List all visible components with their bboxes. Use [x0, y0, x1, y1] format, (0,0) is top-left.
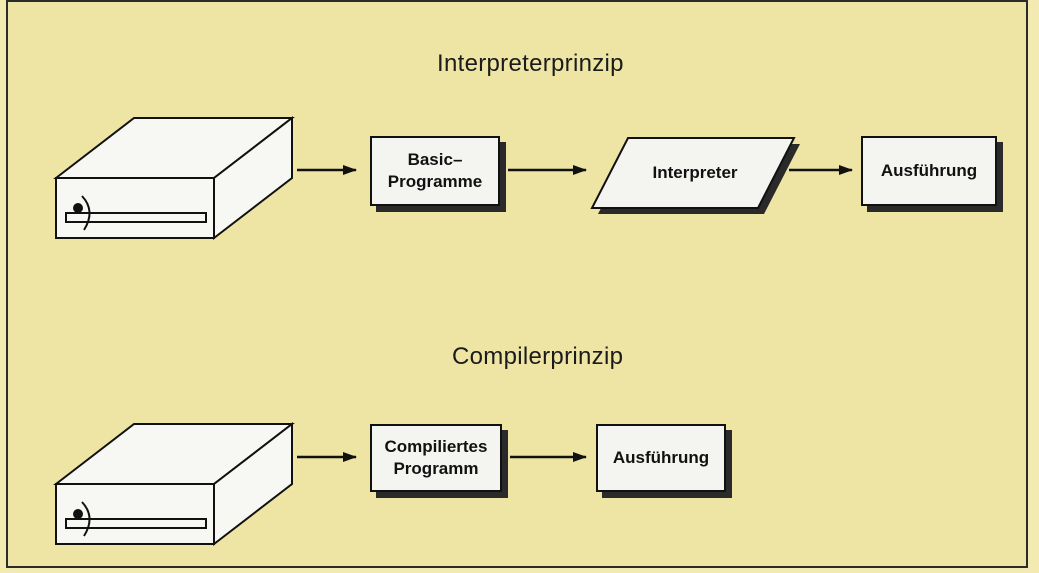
- execution-box-interpreter: Ausführung: [861, 136, 997, 206]
- execution-box-compiler: Ausführung: [596, 424, 726, 492]
- disk-drive-icon: [53, 421, 295, 547]
- disk-drive-icon: [53, 115, 295, 241]
- interpreter-label: Interpreter: [652, 163, 738, 182]
- basic-programs-box: Basic– Programme: [370, 136, 500, 206]
- compiler-title: Compilerprinzip: [452, 343, 624, 370]
- interpreter-shape: [590, 137, 796, 209]
- interpreter-title: Interpreterprinzip: [437, 50, 624, 77]
- compiled-program-box: Compiliertes Programm: [370, 424, 502, 492]
